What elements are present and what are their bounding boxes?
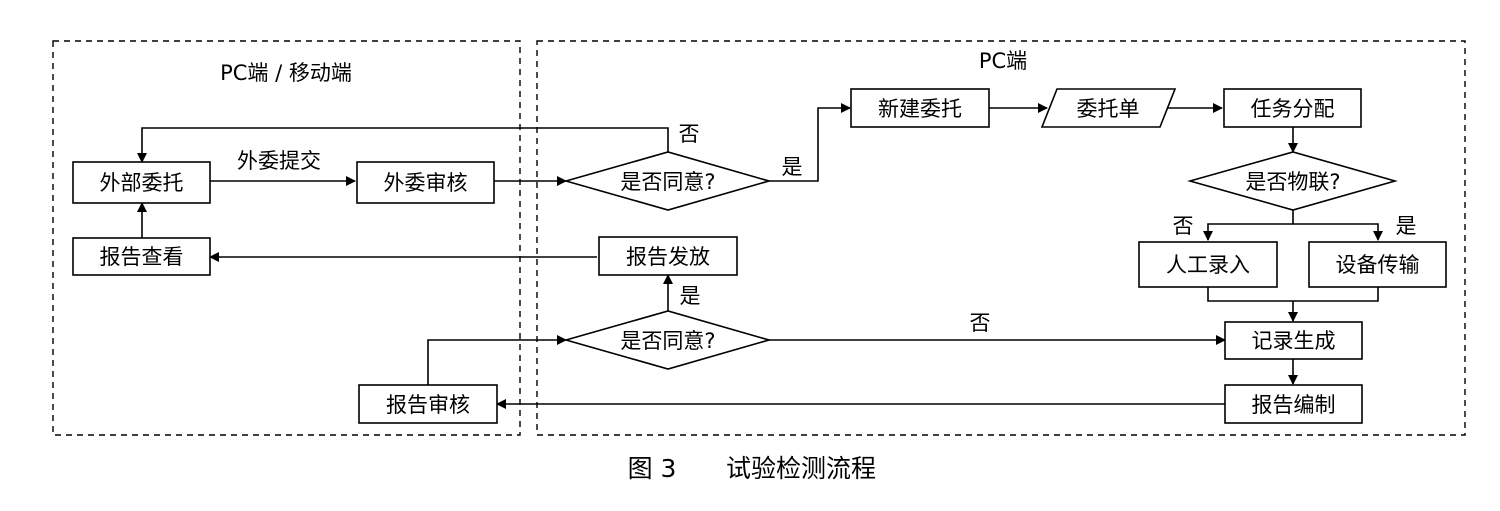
svg-text:外委审核: 外委审核 [384, 171, 468, 195]
node-manual-entry: 人工录入 [1138, 241, 1278, 288]
svg-text:新建委托: 新建委托 [878, 97, 962, 121]
label-agree2-no: 否 [970, 311, 991, 335]
node-report-review: 报告审核 [358, 384, 498, 424]
edge-review-to-decision2 [427, 335, 567, 385]
region-pc-title: PC端 [979, 49, 1027, 73]
figure-title: 试验检测流程 [726, 454, 876, 483]
node-external-commission: 外部委托 [72, 161, 211, 204]
node-decision-agree-1: 是否同意? [563, 151, 772, 211]
region-pc-mobile [52, 40, 521, 436]
label-iot-no: 否 [1173, 214, 1194, 238]
svg-text:委托单: 委托单 [1077, 97, 1140, 121]
edge-iot-branch-yes [1293, 223, 1383, 241]
svg-text:报告审核: 报告审核 [386, 393, 470, 417]
node-new-commission: 新建委托 [850, 88, 990, 128]
figure-number: 图 3 [628, 454, 677, 483]
svg-text:是否物联?: 是否物联? [1245, 170, 1340, 194]
node-task-assign: 任务分配 [1223, 88, 1362, 128]
node-report-compile: 报告编制 [1224, 384, 1363, 424]
node-decision-iot: 是否物联? [1187, 151, 1398, 211]
node-record-generate: 记录生成 [1224, 321, 1363, 360]
region-pc-mobile-title: PC端 / 移动端 [220, 61, 352, 85]
label-agree1-yes: 是 [782, 155, 803, 179]
svg-text:人工录入: 人工录入 [1166, 253, 1250, 277]
region-pc [536, 40, 1466, 436]
svg-text:设备传输: 设备传输 [1336, 253, 1420, 277]
node-external-review: 外委审核 [356, 161, 495, 204]
svg-text:任务分配: 任务分配 [1251, 97, 1335, 121]
edge-iot-branch [1203, 210, 1294, 241]
svg-text:是否同意?: 是否同意? [620, 170, 715, 194]
label-external-submit: 外委提交 [237, 149, 321, 173]
edge-decision1-no-back [137, 127, 669, 163]
label-agree2-yes: 是 [680, 284, 701, 308]
node-decision-agree-2: 是否同意? [563, 310, 772, 370]
label-agree1-no: 否 [679, 122, 700, 146]
node-commission-form: 委托单 [1040, 88, 1177, 128]
node-device-transfer: 设备传输 [1308, 241, 1447, 288]
node-report-view: 报告查看 [72, 237, 211, 276]
svg-text:报告发放: 报告发放 [626, 245, 710, 269]
node-report-issue: 报告发放 [598, 236, 738, 276]
svg-text:报告编制: 报告编制 [1252, 393, 1336, 417]
svg-text:外部委托: 外部委托 [100, 171, 184, 195]
edge-decision1-yes [769, 103, 851, 182]
svg-text:报告查看: 报告查看 [100, 245, 184, 269]
connectors [137, 103, 1383, 409]
svg-text:是否同意?: 是否同意? [620, 329, 715, 353]
edge-merge-to-record [1207, 287, 1379, 321]
svg-text:记录生成: 记录生成 [1252, 329, 1336, 353]
label-iot-yes: 是 [1396, 214, 1417, 238]
